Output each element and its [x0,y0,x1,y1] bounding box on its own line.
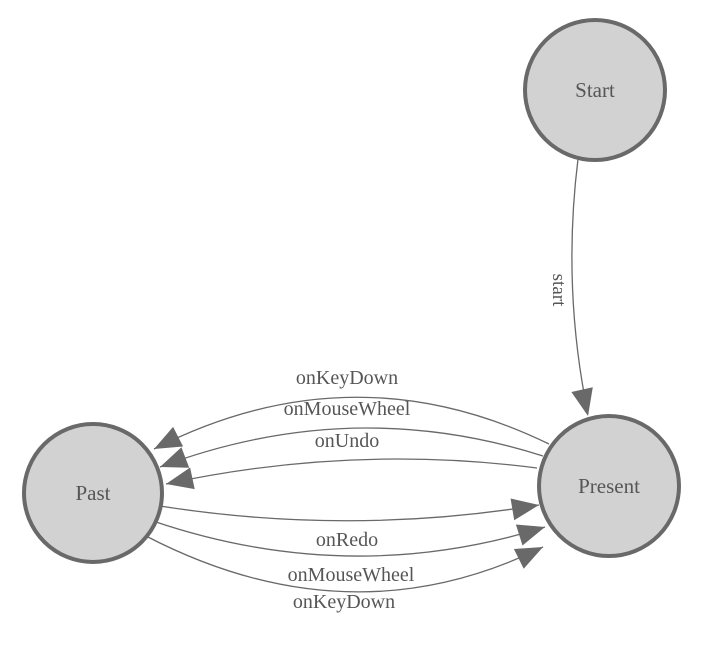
edge-present-to-past-onkeydown [153,396,550,450]
arrowhead-present-to-past-onkeydown [154,426,184,449]
arrowhead-past-to-present-onredo [510,498,539,521]
edge-label-onmousewheel-top: onMouseWheel [284,398,411,420]
edges [145,158,589,593]
edge-label-onmousewheel-bottom: onMouseWheel [288,564,415,586]
node-past: Past [22,422,164,564]
node-past-label: Past [75,481,110,505]
arrowheads [154,387,593,569]
arrowhead-start-to-present [571,387,593,416]
arrowhead-past-to-present-onmousewheel [515,524,545,546]
edge-labels: start onKeyDown onMouseWheel onUndo onRe… [284,274,569,613]
edge-past-to-present-onredo [159,504,540,522]
edge-label-onundo: onUndo [315,430,379,452]
node-past-circle [22,422,164,564]
arrowhead-present-to-past-onmousewheel [160,447,190,468]
arrowhead-past-to-present-onkeydown [513,547,543,569]
nodes: Start Present Past [22,18,681,564]
node-present-circle [537,414,681,558]
edge-past-to-present-onkeydown [145,535,544,593]
edge-start-to-present [571,158,589,415]
node-present: Present [537,414,681,558]
node-start-circle [523,18,667,162]
edge-label-onredo: onRedo [316,529,378,551]
edge-past-to-present-onmousewheel [152,520,546,557]
edge-label-onkeydown-bottom: onKeyDown [293,591,395,613]
edge-label-start: start [548,274,569,307]
edge-present-to-past-onmousewheel [159,427,544,468]
node-start: Start [523,18,667,162]
node-start-label: Start [575,78,615,102]
edge-label-onkeydown-top: onKeyDown [296,367,398,389]
edge-present-to-past-onundo [165,458,538,485]
node-present-label: Present [578,474,640,498]
arrowhead-present-to-past-onundo [166,467,195,490]
